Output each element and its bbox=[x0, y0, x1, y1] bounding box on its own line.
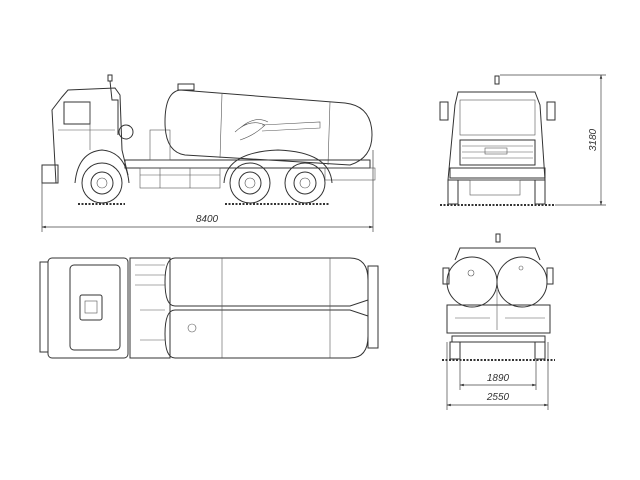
front-view bbox=[439, 75, 556, 206]
tank-side bbox=[164, 89, 373, 166]
rear-view bbox=[442, 233, 555, 361]
tank-end-left bbox=[446, 256, 498, 308]
chassis-frame bbox=[124, 159, 371, 169]
rear-wheel-2 bbox=[284, 162, 326, 204]
height-dimension: 3180 bbox=[500, 74, 606, 206]
width-dimension: 2550 bbox=[446, 342, 549, 410]
tank-left bbox=[164, 257, 369, 307]
beacon-light bbox=[494, 75, 500, 85]
rear-wheel-1 bbox=[229, 162, 271, 204]
length-label: 8400 bbox=[196, 214, 219, 225]
length-dimension: 8400 bbox=[41, 150, 374, 232]
front-wheel bbox=[74, 149, 130, 204]
track-label: 1890 bbox=[487, 373, 510, 384]
left-mirror bbox=[439, 101, 449, 121]
top-view bbox=[39, 257, 379, 359]
rear-equipment bbox=[446, 304, 551, 334]
width-label: 2550 bbox=[486, 392, 510, 403]
cab-window bbox=[63, 101, 91, 125]
tank-end-right bbox=[496, 256, 548, 308]
beacon-light bbox=[107, 74, 113, 82]
beacon-light bbox=[495, 233, 501, 243]
cab-outline bbox=[51, 87, 129, 184]
right-mirror bbox=[546, 101, 556, 121]
grille bbox=[459, 139, 536, 166]
track-dimension: 1890 bbox=[459, 360, 537, 390]
tank-right bbox=[164, 309, 369, 359]
cab-top bbox=[47, 257, 129, 359]
front-bumper bbox=[449, 167, 546, 179]
rear-bumper bbox=[451, 335, 546, 343]
cab-front bbox=[447, 91, 546, 181]
side-view bbox=[41, 74, 376, 205]
height-label: 3180 bbox=[588, 128, 599, 151]
spare-wheel bbox=[118, 124, 134, 140]
